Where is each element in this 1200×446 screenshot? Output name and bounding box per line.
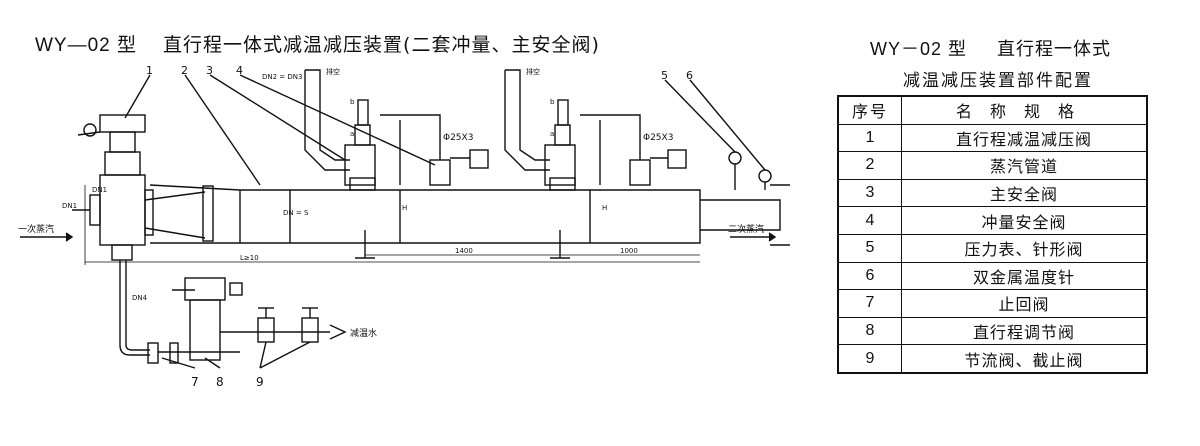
row-name: 直行程调节阀 — [901, 316, 1148, 346]
b-label-1: b — [350, 98, 355, 106]
row-number: 3 — [837, 178, 902, 208]
primary-steam-label: 一次蒸汽 — [18, 223, 54, 235]
parts-table-title-text: 直行程一体式 — [997, 39, 1112, 60]
valve-schematic: 1 2 3 4 5 6 7 8 9 一次蒸汽 二次蒸汽 减温水 排空 排空 Φ2… — [18, 64, 790, 389]
row-name: 直行程减温减压阀 — [901, 123, 1148, 153]
row-name: 双金属温度针 — [901, 261, 1148, 291]
impulse-safety-valve-1 — [429, 159, 451, 186]
row-name: 止回阀 — [901, 289, 1148, 318]
dn1-left-label: DN1 — [62, 202, 77, 210]
vent-label-2: 排空 — [526, 67, 540, 76]
row-number: 8 — [837, 316, 902, 346]
dn-pair-label: DN2 = DN3 — [262, 73, 302, 81]
l-total-label: L≥10 — [240, 254, 259, 262]
row-name: 节流阀、截止阀 — [901, 344, 1148, 374]
vent-label-1: 排空 — [326, 67, 340, 76]
callout-1: 1 — [146, 64, 153, 77]
row-number: 5 — [837, 233, 902, 263]
parts-table-title-line2: 减温减压装置部件配置 — [903, 71, 1093, 91]
pipe-spec-1: Φ25X3 — [443, 133, 473, 143]
callout-9: 9 — [256, 375, 264, 389]
b-label-2: b — [550, 98, 555, 106]
a-label-2: a — [550, 130, 554, 138]
pipe-spec-2: Φ25X3 — [643, 133, 673, 143]
callout-3: 3 — [206, 64, 213, 77]
row-name: 冲量安全阀 — [901, 206, 1148, 235]
parts-table-model: WY－02 型 — [870, 39, 968, 59]
dn-s-label: DN = S — [283, 209, 309, 217]
a-label-1: a — [350, 130, 354, 138]
actuator — [99, 114, 146, 133]
pressure-gauge — [728, 151, 742, 165]
callout-5: 5 — [661, 69, 668, 82]
regulating-valve-8 — [189, 299, 221, 361]
dn4-label: DN4 — [132, 294, 148, 302]
row-number: 7 — [837, 289, 902, 318]
diagram-title-text: 直行程一体式减温减压装置(二套冲量、主安全阀) — [163, 34, 600, 56]
row-number: 6 — [837, 261, 902, 291]
diagram-title: WY—02 型 直行程一体式减温减压装置(二套冲量、主安全阀) — [35, 30, 600, 57]
callout-8: 8 — [216, 375, 224, 389]
diagram-model: WY—02 型 — [35, 35, 138, 56]
row-number: 1 — [837, 123, 902, 153]
desuperheat-water-label: 减温水 — [350, 327, 377, 339]
callout-4: 4 — [236, 64, 243, 77]
h-label-2: H — [602, 204, 607, 212]
callout-2: 2 — [181, 64, 188, 77]
main-pipe — [149, 184, 701, 244]
table-header-row: 序号 名称规格 — [837, 95, 1148, 125]
row-number: 9 — [837, 344, 902, 374]
header-name-spec: 名称规格 — [901, 95, 1148, 125]
row-name: 压力表、针形阀 — [901, 233, 1148, 263]
dim-1400-label: 1400 — [455, 247, 473, 255]
row-number: 2 — [837, 151, 902, 180]
h-label-1: H — [402, 204, 407, 212]
callout-7: 7 — [191, 375, 199, 389]
row-number: 4 — [837, 206, 902, 235]
header-number: 序号 — [837, 95, 902, 125]
row-name: 主安全阀 — [901, 178, 1148, 208]
callout-6: 6 — [686, 69, 693, 82]
row-name: 蒸汽管道 — [901, 151, 1148, 180]
secondary-steam-label: 二次蒸汽 — [728, 223, 764, 235]
impulse-safety-valve-2 — [629, 159, 651, 186]
parts-table-title-line1: WY－02 型 直行程一体式 — [870, 35, 1111, 61]
thermometer — [758, 169, 772, 183]
dim-1000-label: 1000 — [620, 247, 638, 255]
dn1-mid-label: DN1 — [92, 186, 107, 194]
